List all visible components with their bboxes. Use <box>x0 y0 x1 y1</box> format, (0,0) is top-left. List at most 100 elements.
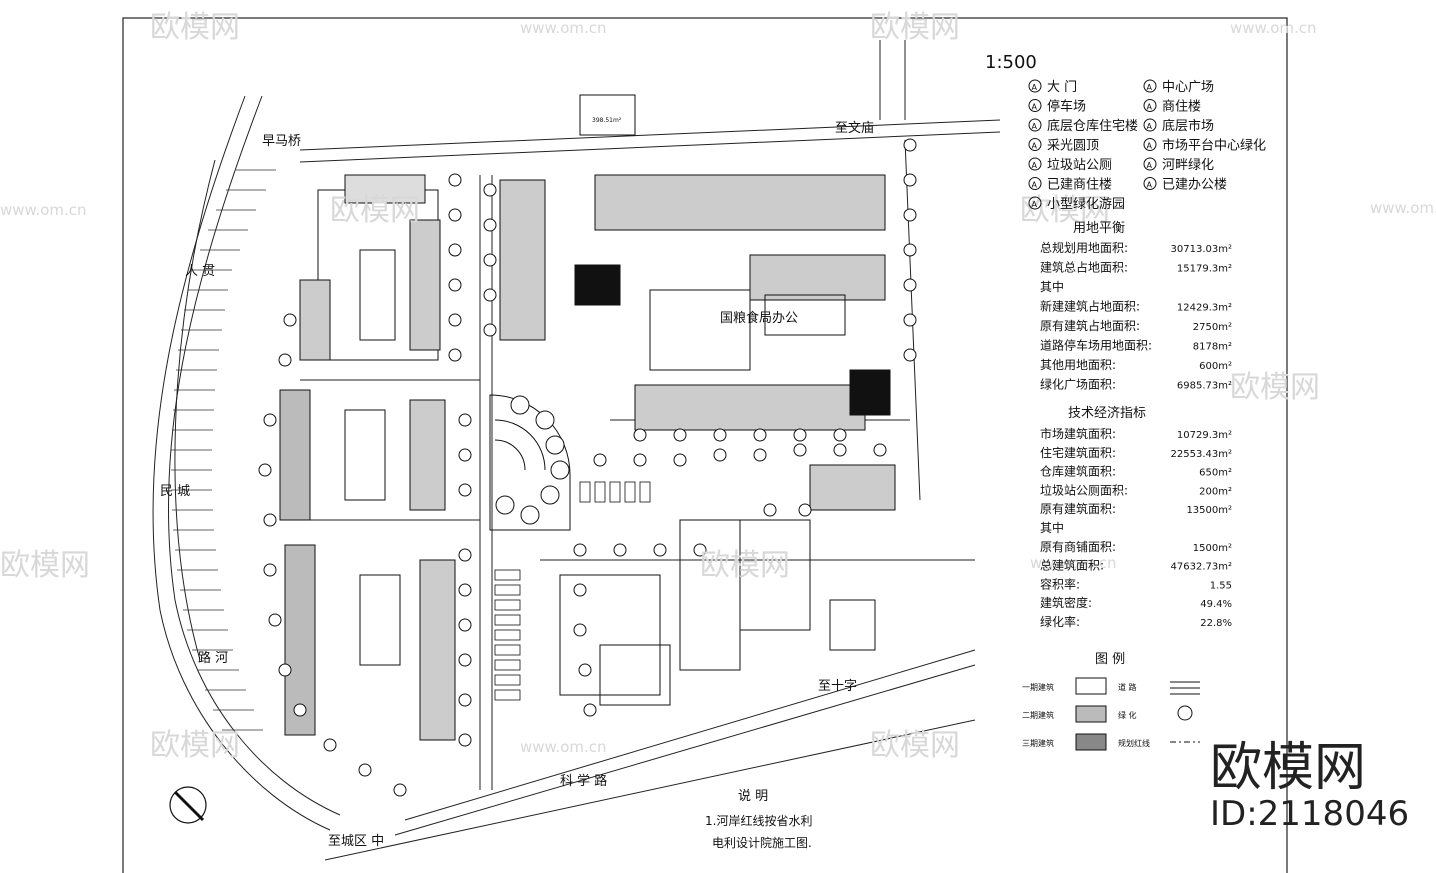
legend-marker-letter: A <box>1147 161 1153 170</box>
key-phase-2: 二期建筑 <box>1022 710 1054 720</box>
drawing-frame <box>122 17 1288 873</box>
legend-marker <box>1028 138 1042 151</box>
notes-line-1: 1.河岸红线按省水利 <box>705 813 812 828</box>
legend-item-label: 大 门 <box>1047 80 1077 95</box>
key-sym-3: 规划红线 <box>1118 738 1150 748</box>
central-plaza <box>489 394 571 531</box>
table-row-value: 8178m² <box>1193 342 1232 353</box>
table-row-label: 原有商铺面积: <box>1040 539 1116 554</box>
table-row-value: 200m² <box>1199 486 1232 497</box>
table-row-label: 原有建筑占地面积: <box>1040 318 1140 333</box>
legend-marker-letter: A <box>1032 103 1038 112</box>
table-row-value: 47632.73m² <box>1171 562 1232 573</box>
table-row-value: 600m² <box>1199 361 1232 372</box>
watermark-url: www.om.cn <box>520 738 607 756</box>
land-use-table: 总规划用地面积:30713.03m²建筑总占地面积:15179.3m²其中新建建… <box>1040 240 1232 392</box>
legend-item-label: 小型绿化游园 <box>1047 197 1125 212</box>
key-phase-1: 一期建筑 <box>1022 682 1054 692</box>
legend-marker <box>1028 79 1042 93</box>
watermark-text: 欧模网 <box>150 10 240 45</box>
tech-title: 技术经济指标 <box>1068 406 1146 421</box>
legend-marker-letter: A <box>1032 181 1038 190</box>
legend-marker-letter: A <box>1032 161 1038 170</box>
watermark-url: www.om.cn <box>520 19 607 37</box>
table-row-label: 其中 <box>1040 520 1064 535</box>
legend-item-label: 已建办公楼 <box>1162 178 1227 193</box>
watermarks: 欧模网 www.om.cn 欧模网 www.om.cn 欧模网 www.om.c… <box>0 10 1436 763</box>
watermark-text: 欧模网 <box>150 728 240 763</box>
legend-marker-letter: A <box>1147 122 1153 131</box>
watermark-url: www.om.cn <box>0 201 87 219</box>
legend-item-label: 垃圾站公厕 <box>1047 158 1112 173</box>
road-label-west-2: 路 河 <box>198 650 228 666</box>
table-row-value: 12429.3m² <box>1177 303 1232 314</box>
notes-title: 说 明 <box>738 789 768 804</box>
watermark-text: 欧模网 <box>1020 193 1110 228</box>
road-label-nw: 早马桥 <box>262 134 301 149</box>
legend-marker <box>1143 99 1157 112</box>
parking-stalls <box>494 481 651 701</box>
road-label-north: 至文庙 <box>835 121 874 136</box>
notes-line-2: 电利设计院施工图. <box>712 836 812 850</box>
building-area-label: 398.51m² <box>592 117 622 124</box>
road-labels: 至文庙 至十字 科 学 路 至城区 中 民 城 路 河 人 贯 早马桥 国粮食局… <box>160 117 874 849</box>
legend-marker <box>1028 196 1042 210</box>
table-row-value: 10729.3m² <box>1177 430 1232 441</box>
key-sym-2: 绿 化 <box>1118 710 1137 720</box>
legend-marker <box>1143 177 1157 190</box>
table-row-label: 新建建筑占地面积: <box>1040 299 1140 314</box>
table-row-label: 建筑密度: <box>1040 595 1092 610</box>
office-label: 国粮食局办公 <box>720 310 798 326</box>
table-row-label: 住宅建筑面积: <box>1040 445 1116 460</box>
legend-item-label: 停车场 <box>1047 99 1086 115</box>
table-row-value: 650m² <box>1199 468 1232 479</box>
road-label-southwest: 至城区 中 <box>328 834 384 849</box>
road-label-west-1: 民 城 <box>160 484 190 499</box>
legend-item-label: 底层仓库住宅楼 <box>1047 118 1138 134</box>
key-phase-3: 三期建筑 <box>1022 738 1054 748</box>
table-row-value: 22.8% <box>1200 618 1232 629</box>
legend-item-label: 已建商住楼 <box>1047 178 1112 193</box>
symbol-legend: A 大 门 A 停车场 A 底层仓库住宅楼 A 采光圆顶 A 垃圾站公厕 A 已建商住楼 A 小型绿化游园… <box>1028 79 1266 212</box>
legend-item-label: 采光圆顶 <box>1047 139 1099 154</box>
table-row-value: 1.55 <box>1210 580 1232 591</box>
brand-name: 欧模网 <box>1210 738 1366 798</box>
table-row-label: 仓库建筑面积: <box>1040 464 1116 479</box>
legend-item-label: 底层市场 <box>1162 118 1214 134</box>
table-row-label: 建筑总占地面积: <box>1040 260 1128 275</box>
legend-marker-letter: A <box>1032 142 1038 151</box>
table-row-value: 6985.73m² <box>1177 381 1232 392</box>
watermark-url: www.om.cn <box>1030 554 1117 572</box>
watermark-text: 欧模网 <box>870 728 960 763</box>
legend-marker <box>1143 157 1157 171</box>
watermark-url: www.om.cn <box>1230 19 1317 37</box>
tech-table: 市场建筑面积:10729.3m²住宅建筑面积:22553.43m²仓库建筑面积:… <box>1040 426 1232 629</box>
table-row-label: 原有建筑面积: <box>1040 501 1116 516</box>
trees <box>258 138 917 797</box>
table-row-value: 1500m² <box>1193 543 1232 554</box>
table-row-value: 15179.3m² <box>1177 264 1232 275</box>
road-network <box>152 40 1001 861</box>
legend-item-label: 市场平台中心绿化 <box>1162 138 1266 154</box>
road-label-west-3: 人 贯 <box>185 264 215 279</box>
key-legend: 一期建筑 道 路 二期建筑 绿 化 三期建筑 规划红线 <box>1022 677 1200 751</box>
table-row-value: 13500m² <box>1186 505 1232 516</box>
river-hatch <box>171 169 276 731</box>
key-title: 图 例 <box>1095 652 1125 667</box>
legend-marker <box>1028 118 1042 132</box>
road-label-east: 至十字 <box>818 679 857 694</box>
table-row-label: 总建筑面积: <box>1040 558 1104 573</box>
scale-label: 1:500 <box>985 52 1037 73</box>
legend-marker <box>1028 99 1042 112</box>
table-row-label: 市场建筑面积: <box>1040 426 1116 441</box>
legend-marker-letter: A <box>1147 103 1153 112</box>
legend-marker <box>1143 118 1157 132</box>
legend-marker-letter: A <box>1032 122 1038 131</box>
legend-marker <box>1028 177 1042 190</box>
legend-marker <box>1143 138 1157 151</box>
watermark-text: 欧模网 <box>870 10 960 45</box>
table-row-value: 2750m² <box>1193 322 1232 333</box>
legend-item-label: 中心广场 <box>1162 80 1214 95</box>
land-use-title: 用地平衡 <box>1073 221 1125 236</box>
